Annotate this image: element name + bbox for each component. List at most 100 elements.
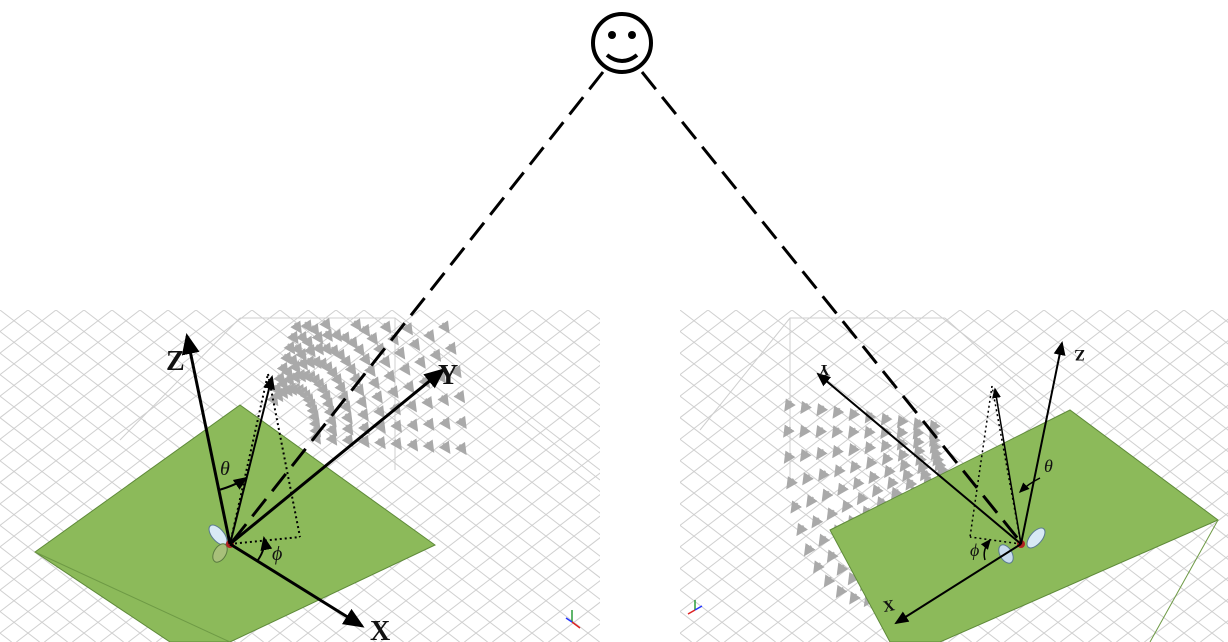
field-arrow bbox=[841, 499, 854, 513]
field-arrow bbox=[905, 477, 918, 491]
field-arrow bbox=[455, 415, 467, 430]
grid-line bbox=[1043, 310, 1228, 453]
grid-line bbox=[680, 310, 961, 527]
left-sight-line bbox=[230, 71, 605, 543]
field-arrow bbox=[393, 346, 406, 360]
field-arrow bbox=[353, 343, 365, 357]
field-arrow bbox=[880, 439, 893, 453]
field-arrow bbox=[790, 500, 803, 514]
grid-line bbox=[391, 310, 600, 471]
right-theta-label: θ bbox=[1044, 456, 1053, 476]
grid-line bbox=[520, 580, 600, 642]
field-arrow bbox=[438, 416, 451, 430]
field-arrow bbox=[864, 441, 877, 455]
field-arrow bbox=[811, 515, 824, 529]
field-arrow bbox=[437, 320, 450, 334]
left-theta-label: θ bbox=[220, 458, 230, 480]
grid-line bbox=[680, 567, 776, 642]
grid-line bbox=[0, 310, 92, 642]
right-x-axis bbox=[894, 543, 1022, 625]
grid-line bbox=[0, 310, 253, 505]
field-arrow bbox=[865, 456, 878, 470]
field-arrow bbox=[847, 572, 860, 586]
grid-line bbox=[987, 310, 1228, 496]
field-arrow bbox=[276, 385, 289, 399]
field-arrow bbox=[401, 322, 413, 336]
grid-line bbox=[296, 407, 600, 642]
grid-line bbox=[0, 310, 169, 440]
field-arrow bbox=[301, 335, 314, 349]
grid-line bbox=[680, 524, 832, 642]
field-arrow bbox=[832, 444, 844, 459]
grid-line bbox=[1204, 310, 1228, 642]
grid-line bbox=[408, 493, 600, 642]
grid-line bbox=[0, 310, 29, 333]
grid-line bbox=[1127, 310, 1228, 388]
field-arrow bbox=[826, 549, 839, 563]
field-arrow bbox=[902, 468, 914, 482]
grid-line bbox=[475, 310, 600, 407]
smiley-face-icon bbox=[591, 12, 653, 74]
field-arrow bbox=[378, 355, 391, 369]
field-arrow bbox=[379, 320, 392, 334]
grid-line bbox=[680, 310, 905, 483]
grid-line bbox=[195, 310, 600, 622]
left-phi-label: ϕ bbox=[272, 543, 282, 565]
field-arrow bbox=[848, 407, 861, 422]
grid-line bbox=[0, 310, 281, 527]
field-arrow bbox=[837, 482, 849, 496]
field-arrow bbox=[295, 330, 308, 345]
field-arrow bbox=[408, 337, 421, 351]
field-arrow bbox=[864, 425, 876, 439]
field-arrow bbox=[847, 425, 860, 439]
field-arrow bbox=[934, 458, 947, 472]
field-arrow bbox=[783, 450, 796, 464]
field-arrow bbox=[890, 486, 903, 501]
field-arrow bbox=[850, 460, 862, 474]
field-arrow bbox=[283, 341, 296, 355]
field-arrow bbox=[280, 351, 292, 365]
field-arrow bbox=[881, 452, 894, 466]
left-y-label: Y bbox=[438, 360, 458, 391]
field-arrow bbox=[823, 574, 836, 588]
grid-line bbox=[419, 310, 600, 450]
grid-line bbox=[680, 589, 748, 642]
field-arrow bbox=[341, 422, 354, 436]
field-arrow bbox=[325, 423, 338, 437]
right-z-axis bbox=[1020, 341, 1066, 545]
field-arrow bbox=[276, 361, 289, 376]
field-arrow bbox=[437, 392, 450, 407]
field-arrow bbox=[438, 440, 451, 454]
field-arrow bbox=[422, 417, 435, 431]
field-arrow bbox=[327, 344, 339, 358]
field-arrow bbox=[806, 494, 818, 508]
field-arrow bbox=[816, 446, 828, 461]
grid-line bbox=[363, 310, 600, 493]
field-arrow bbox=[290, 342, 303, 356]
grid-line bbox=[464, 537, 600, 642]
field-arrow bbox=[852, 476, 865, 490]
field-arrow bbox=[414, 355, 426, 369]
field-arrow bbox=[884, 464, 896, 479]
grid-line bbox=[0, 310, 337, 570]
field-arrow bbox=[897, 448, 910, 462]
grid-line bbox=[680, 310, 709, 333]
grid-line bbox=[1015, 310, 1228, 474]
grid-line bbox=[324, 429, 600, 642]
field-arrow bbox=[449, 364, 462, 379]
field-arrow bbox=[363, 363, 376, 378]
left-x-label: X bbox=[370, 616, 390, 642]
grid-line bbox=[1060, 512, 1228, 642]
field-arrow bbox=[835, 584, 848, 599]
grid-line bbox=[680, 310, 1073, 613]
grid-line bbox=[1116, 555, 1228, 642]
left-y-axis bbox=[229, 368, 446, 546]
field-arrow bbox=[796, 522, 809, 537]
grid-line bbox=[680, 546, 804, 642]
field-arrow bbox=[800, 400, 812, 415]
grid-line bbox=[680, 310, 877, 462]
field-arrow bbox=[917, 460, 930, 475]
field-arrow bbox=[406, 438, 419, 452]
field-arrow bbox=[836, 562, 849, 576]
grid-line bbox=[503, 310, 600, 385]
